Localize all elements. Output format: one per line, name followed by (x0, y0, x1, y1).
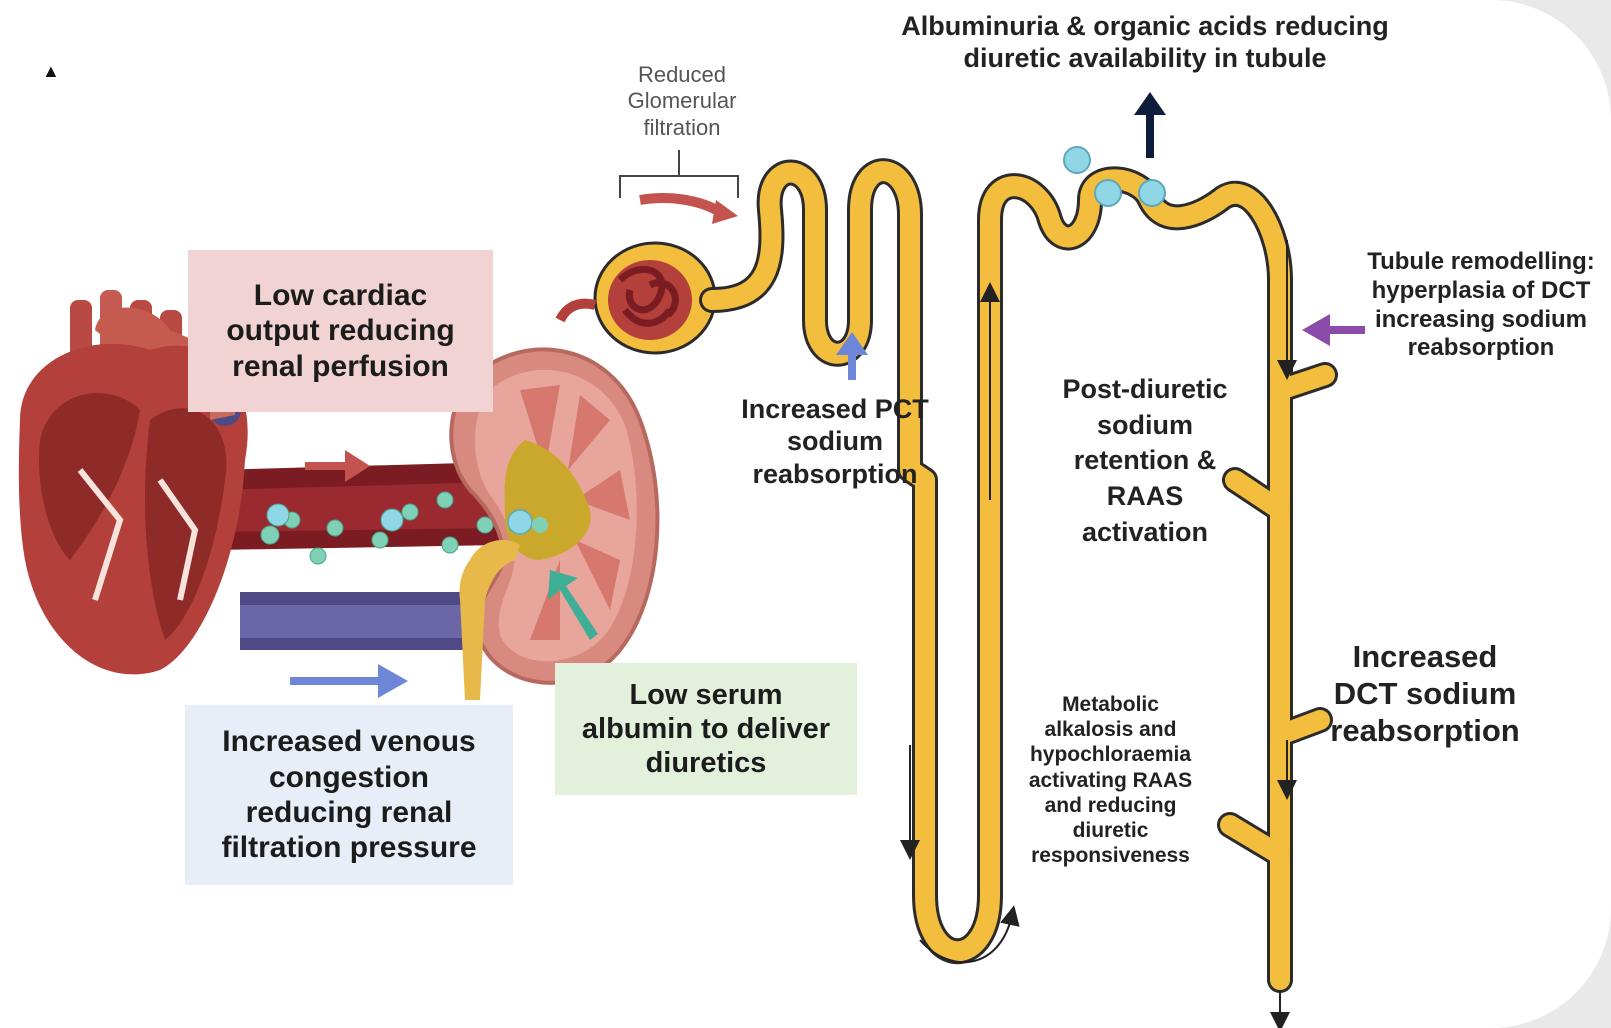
albuminuria-label: Albuminuria & organic acids reducing diu… (885, 10, 1405, 75)
pct-reabsorption-label: Increased PCT sodium reabsorption (735, 393, 935, 490)
venous-congestion-label: Increased venous congestion reducing ren… (204, 724, 494, 866)
flow-arrows (910, 240, 1287, 1022)
dct-reabsorption-label: Increased DCT sodium reabsorption (1325, 638, 1525, 750)
low-albumin-box: Low serum albumin to deliver diuretics (555, 663, 857, 795)
reduced-gfr-label: Reduced Glomerular filtration (624, 62, 740, 141)
metabolic-alkalosis-label: Metabolic alkalosis and hypochloraemia a… (1018, 692, 1203, 868)
tubule-remodelling-label: Tubule remodelling: hyperplasia of DCT i… (1355, 248, 1607, 363)
glomerulus-illustration (560, 150, 738, 353)
venous-congestion-box: Increased venous congestion reducing ren… (185, 705, 513, 885)
albuminuria-arrow (1134, 92, 1166, 158)
low-albumin-label: Low serum albumin to deliver diuretics (581, 678, 831, 781)
venous-arrow (290, 664, 408, 698)
post-diuretic-label: Post-diuretic sodium retention & RAAS ac… (1055, 372, 1235, 550)
low-cardiac-output-label: Low cardiac output reducing renal perfus… (218, 278, 463, 384)
low-cardiac-output-box: Low cardiac output reducing renal perfus… (188, 250, 493, 412)
